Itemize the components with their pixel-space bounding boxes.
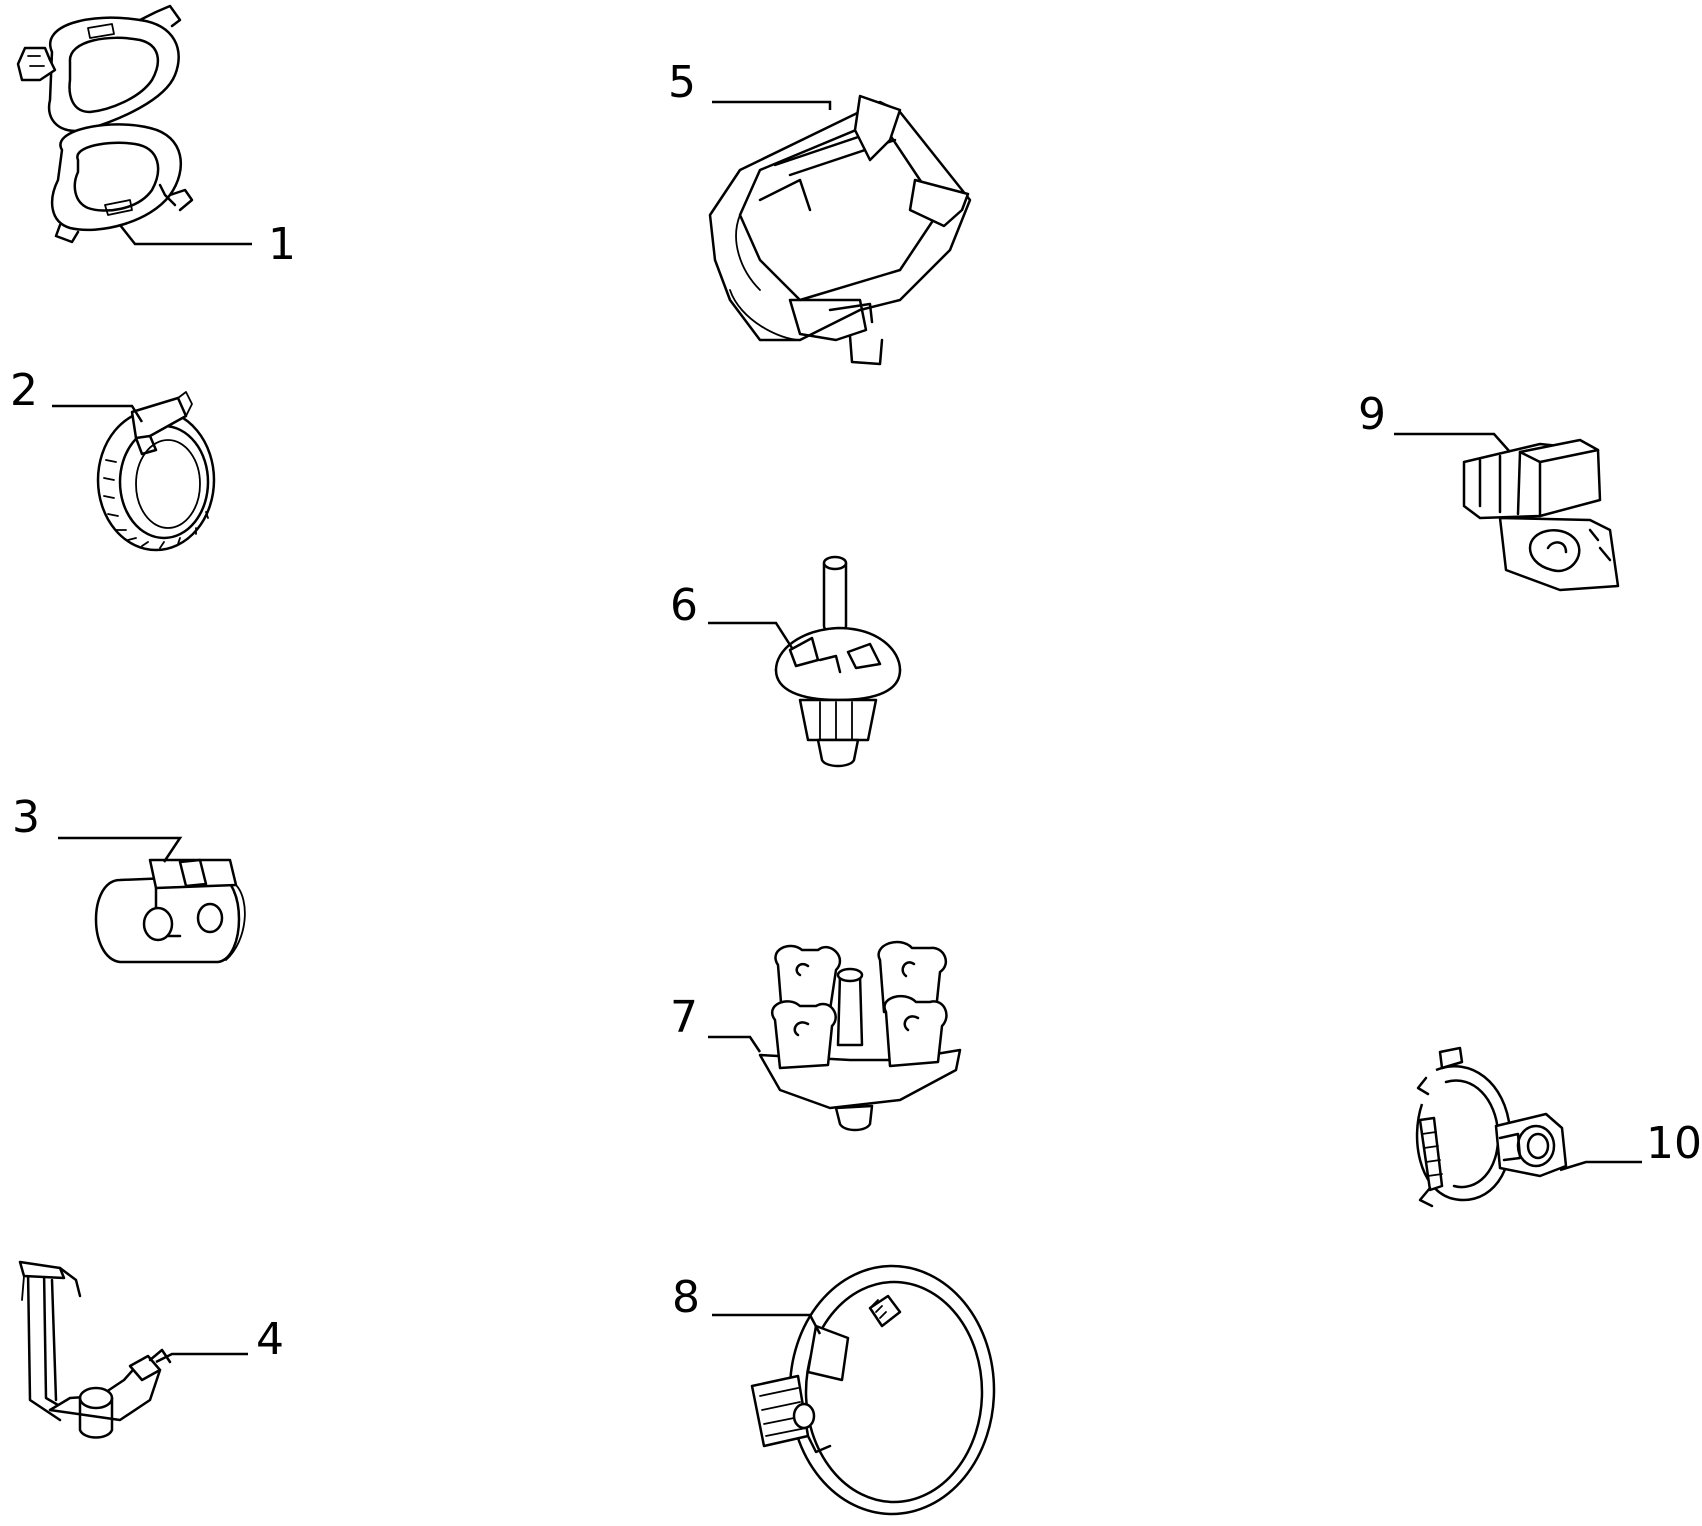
- callout-2: 2: [10, 365, 38, 416]
- leader-line-5: [712, 100, 832, 110]
- callout-5: 5: [668, 57, 696, 108]
- multi-pipe-holder-icon: [758, 940, 962, 1132]
- callout-10: 10: [1646, 1118, 1702, 1169]
- callout-4: 4: [256, 1314, 284, 1365]
- callout-7: 7: [670, 992, 698, 1043]
- leader-line-6: [708, 621, 794, 649]
- leader-line-3: [58, 836, 183, 863]
- worm-drive-hose-clamp-icon: [96, 391, 216, 552]
- callout-9: 9: [1358, 389, 1386, 440]
- wire-bracket-clip-icon: [18, 1260, 172, 1439]
- callout-1: 1: [268, 219, 296, 270]
- callout-8: 8: [672, 1272, 700, 1323]
- push-in-stud-clip-icon: [774, 555, 902, 768]
- large-band-clamp-icon: [750, 1264, 996, 1516]
- leader-line-7: [708, 1035, 762, 1053]
- pipe-bracket-clip-icon: [1462, 438, 1620, 592]
- cable-tray-clip-icon: [708, 94, 972, 366]
- leader-line-10: [1559, 1160, 1642, 1172]
- band-clamp-with-holder-icon: [1415, 1046, 1568, 1208]
- leader-line-4: [155, 1352, 248, 1364]
- double-loop-hose-clip-icon: [16, 4, 194, 244]
- twin-pipe-holder-icon: [94, 858, 246, 964]
- leader-line-9: [1394, 432, 1511, 453]
- leader-line-2: [52, 404, 144, 423]
- leader-line-8: [712, 1313, 822, 1335]
- leader-line-1: [119, 224, 252, 246]
- callout-6: 6: [670, 580, 698, 631]
- callout-3: 3: [12, 792, 40, 843]
